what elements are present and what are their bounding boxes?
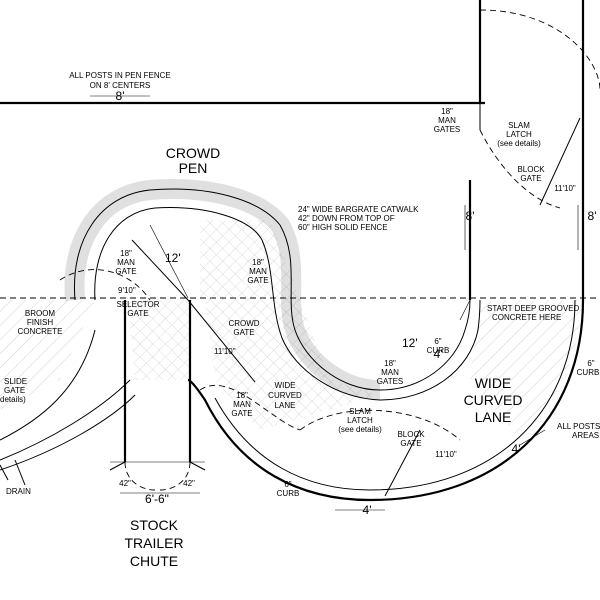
label-block-gate-low-2: GATE xyxy=(400,439,421,448)
label-man-gates-c-2: MAN xyxy=(381,368,399,377)
label-dim-6-6: 6'-6" xyxy=(145,492,169,506)
label-catwalk-3: 60" HIGH SOLID FENCE xyxy=(298,223,388,232)
label-broom-3: CONCRETE xyxy=(18,327,63,336)
label-slide-1: SLIDE xyxy=(4,377,27,386)
label-post-note-1: ALL POSTS IN PEN FENCE xyxy=(69,71,171,80)
label-curb-c-1: 6" xyxy=(434,337,441,346)
label-slam-tr-1: SLAM xyxy=(508,121,530,130)
pen-fence xyxy=(0,0,585,300)
label-curb-c-2: CURB xyxy=(427,346,450,355)
label-dim-42-a: 42" xyxy=(119,479,131,488)
label-wide-lane-small-2: CURVED xyxy=(268,391,302,400)
label-all-posts-r-2: AREAS xyxy=(572,431,599,440)
label-slam-c-3: (see details) xyxy=(338,425,382,434)
label-slam-tr-2: LATCH xyxy=(506,130,532,139)
label-slide-3: details) xyxy=(0,395,26,404)
labels: ALL POSTS IN PEN FENCE ON 8' CENTERS 8' … xyxy=(0,71,600,569)
label-slam-c-1: SLAM xyxy=(349,407,371,416)
label-post-note-2: ON 8' CENTERS xyxy=(90,81,151,90)
label-man-gate-mid-2: MAN xyxy=(249,267,267,276)
label-dim-4-a: 4' xyxy=(434,347,443,361)
label-selector-2: GATE xyxy=(127,309,148,318)
label-man-gates-c-3: GATES xyxy=(377,377,404,386)
label-chute-3: CHUTE xyxy=(130,553,178,569)
label-man-gate-tl-1: 18" xyxy=(120,249,132,258)
label-wide-lane-small-3: LANE xyxy=(275,401,296,410)
label-man-gates-c-1: 18" xyxy=(384,359,396,368)
label-dim-42-b: 42" xyxy=(183,479,195,488)
label-slam-c-2: LATCH xyxy=(347,416,373,425)
dimension-lines xyxy=(90,95,579,511)
stock-trailer-chute xyxy=(109,300,206,491)
label-wide-lane-big-3: LANE xyxy=(475,409,512,425)
label-man-gate-tl-3: GATE xyxy=(115,267,136,276)
label-dim-9-10: 9'10" xyxy=(118,286,136,295)
label-dim-8-a: 8' xyxy=(466,209,475,223)
label-crowd-pen-1: CROWD xyxy=(166,145,220,161)
label-radius-12-right: 12' xyxy=(402,336,418,350)
label-man-gates-tr-1: 18" xyxy=(441,107,453,116)
label-crowd-pen-2: PEN xyxy=(179,160,208,176)
label-drain: DRAIN xyxy=(6,487,31,496)
label-post-spacing: 8' xyxy=(116,89,125,103)
label-wide-lane-big-1: WIDE xyxy=(475,375,512,391)
label-curb-r-1: 6" xyxy=(587,359,594,368)
label-start-deep-2: CONCRETE HERE xyxy=(492,313,561,322)
label-dim-11-10-c: 11'10" xyxy=(554,184,576,193)
label-chute-1: STOCK xyxy=(130,517,179,533)
label-man-gates-tr-2: MAN xyxy=(438,116,456,125)
label-block-gate-low-1: BLOCK xyxy=(397,430,425,439)
label-chute-2: TRAILER xyxy=(124,535,183,551)
label-man-gate-low-3: GATE xyxy=(231,409,252,418)
label-start-deep-1: START DEEP GROOVED xyxy=(487,304,580,313)
label-man-gates-tr-3: GATES xyxy=(434,125,461,134)
label-slide-2: GATE xyxy=(4,386,25,395)
label-man-gate-mid-1: 18" xyxy=(252,258,264,267)
label-man-gate-mid-3: GATE xyxy=(247,276,268,285)
label-dim-4-b: 4' xyxy=(363,503,372,517)
label-wide-lane-big-2: CURVED xyxy=(464,392,523,408)
label-radius-12-left: 12' xyxy=(165,251,181,265)
label-man-gate-low-2: MAN xyxy=(233,400,251,409)
swing-arcs xyxy=(59,9,600,441)
label-dim-4-c: 4' xyxy=(512,442,521,456)
label-curb-b-2: CURB xyxy=(277,489,300,498)
label-block-gate-tr-1: BLOCK xyxy=(517,165,545,174)
label-wide-lane-small-1: WIDE xyxy=(275,381,296,390)
label-crowd-gate-1: CROWD xyxy=(228,319,259,328)
label-slam-tr-3: (see details) xyxy=(497,139,541,148)
wide-curved-lane xyxy=(187,299,585,502)
label-catwalk-1: 24" WIDE BARGRATE CATWALK xyxy=(298,205,419,214)
label-block-gate-tr-2: GATE xyxy=(520,174,541,183)
label-catwalk-2: 42" DOWN FROM TOP OF xyxy=(298,214,395,223)
label-selector-1: SELECTOR xyxy=(117,300,160,309)
label-broom-1: BROOM xyxy=(25,309,56,318)
label-man-gate-low-1: 18" xyxy=(236,391,248,400)
label-crowd-gate-2: GATE xyxy=(233,328,254,337)
label-all-posts-r-1: ALL POSTS xyxy=(557,422,600,431)
label-curb-b-1: 6" xyxy=(284,480,291,489)
label-dim-8-b: 8' xyxy=(588,209,597,223)
label-dim-11-10-b: 11'10" xyxy=(435,450,457,459)
gates xyxy=(131,117,581,497)
label-curb-r-2: CURB xyxy=(577,368,600,377)
label-broom-2: FINISH xyxy=(27,318,53,327)
label-man-gate-tl-2: MAN xyxy=(117,258,135,267)
label-dim-11-10-a: 11'10" xyxy=(214,347,236,356)
crowd-pen-catwalk xyxy=(64,179,481,401)
